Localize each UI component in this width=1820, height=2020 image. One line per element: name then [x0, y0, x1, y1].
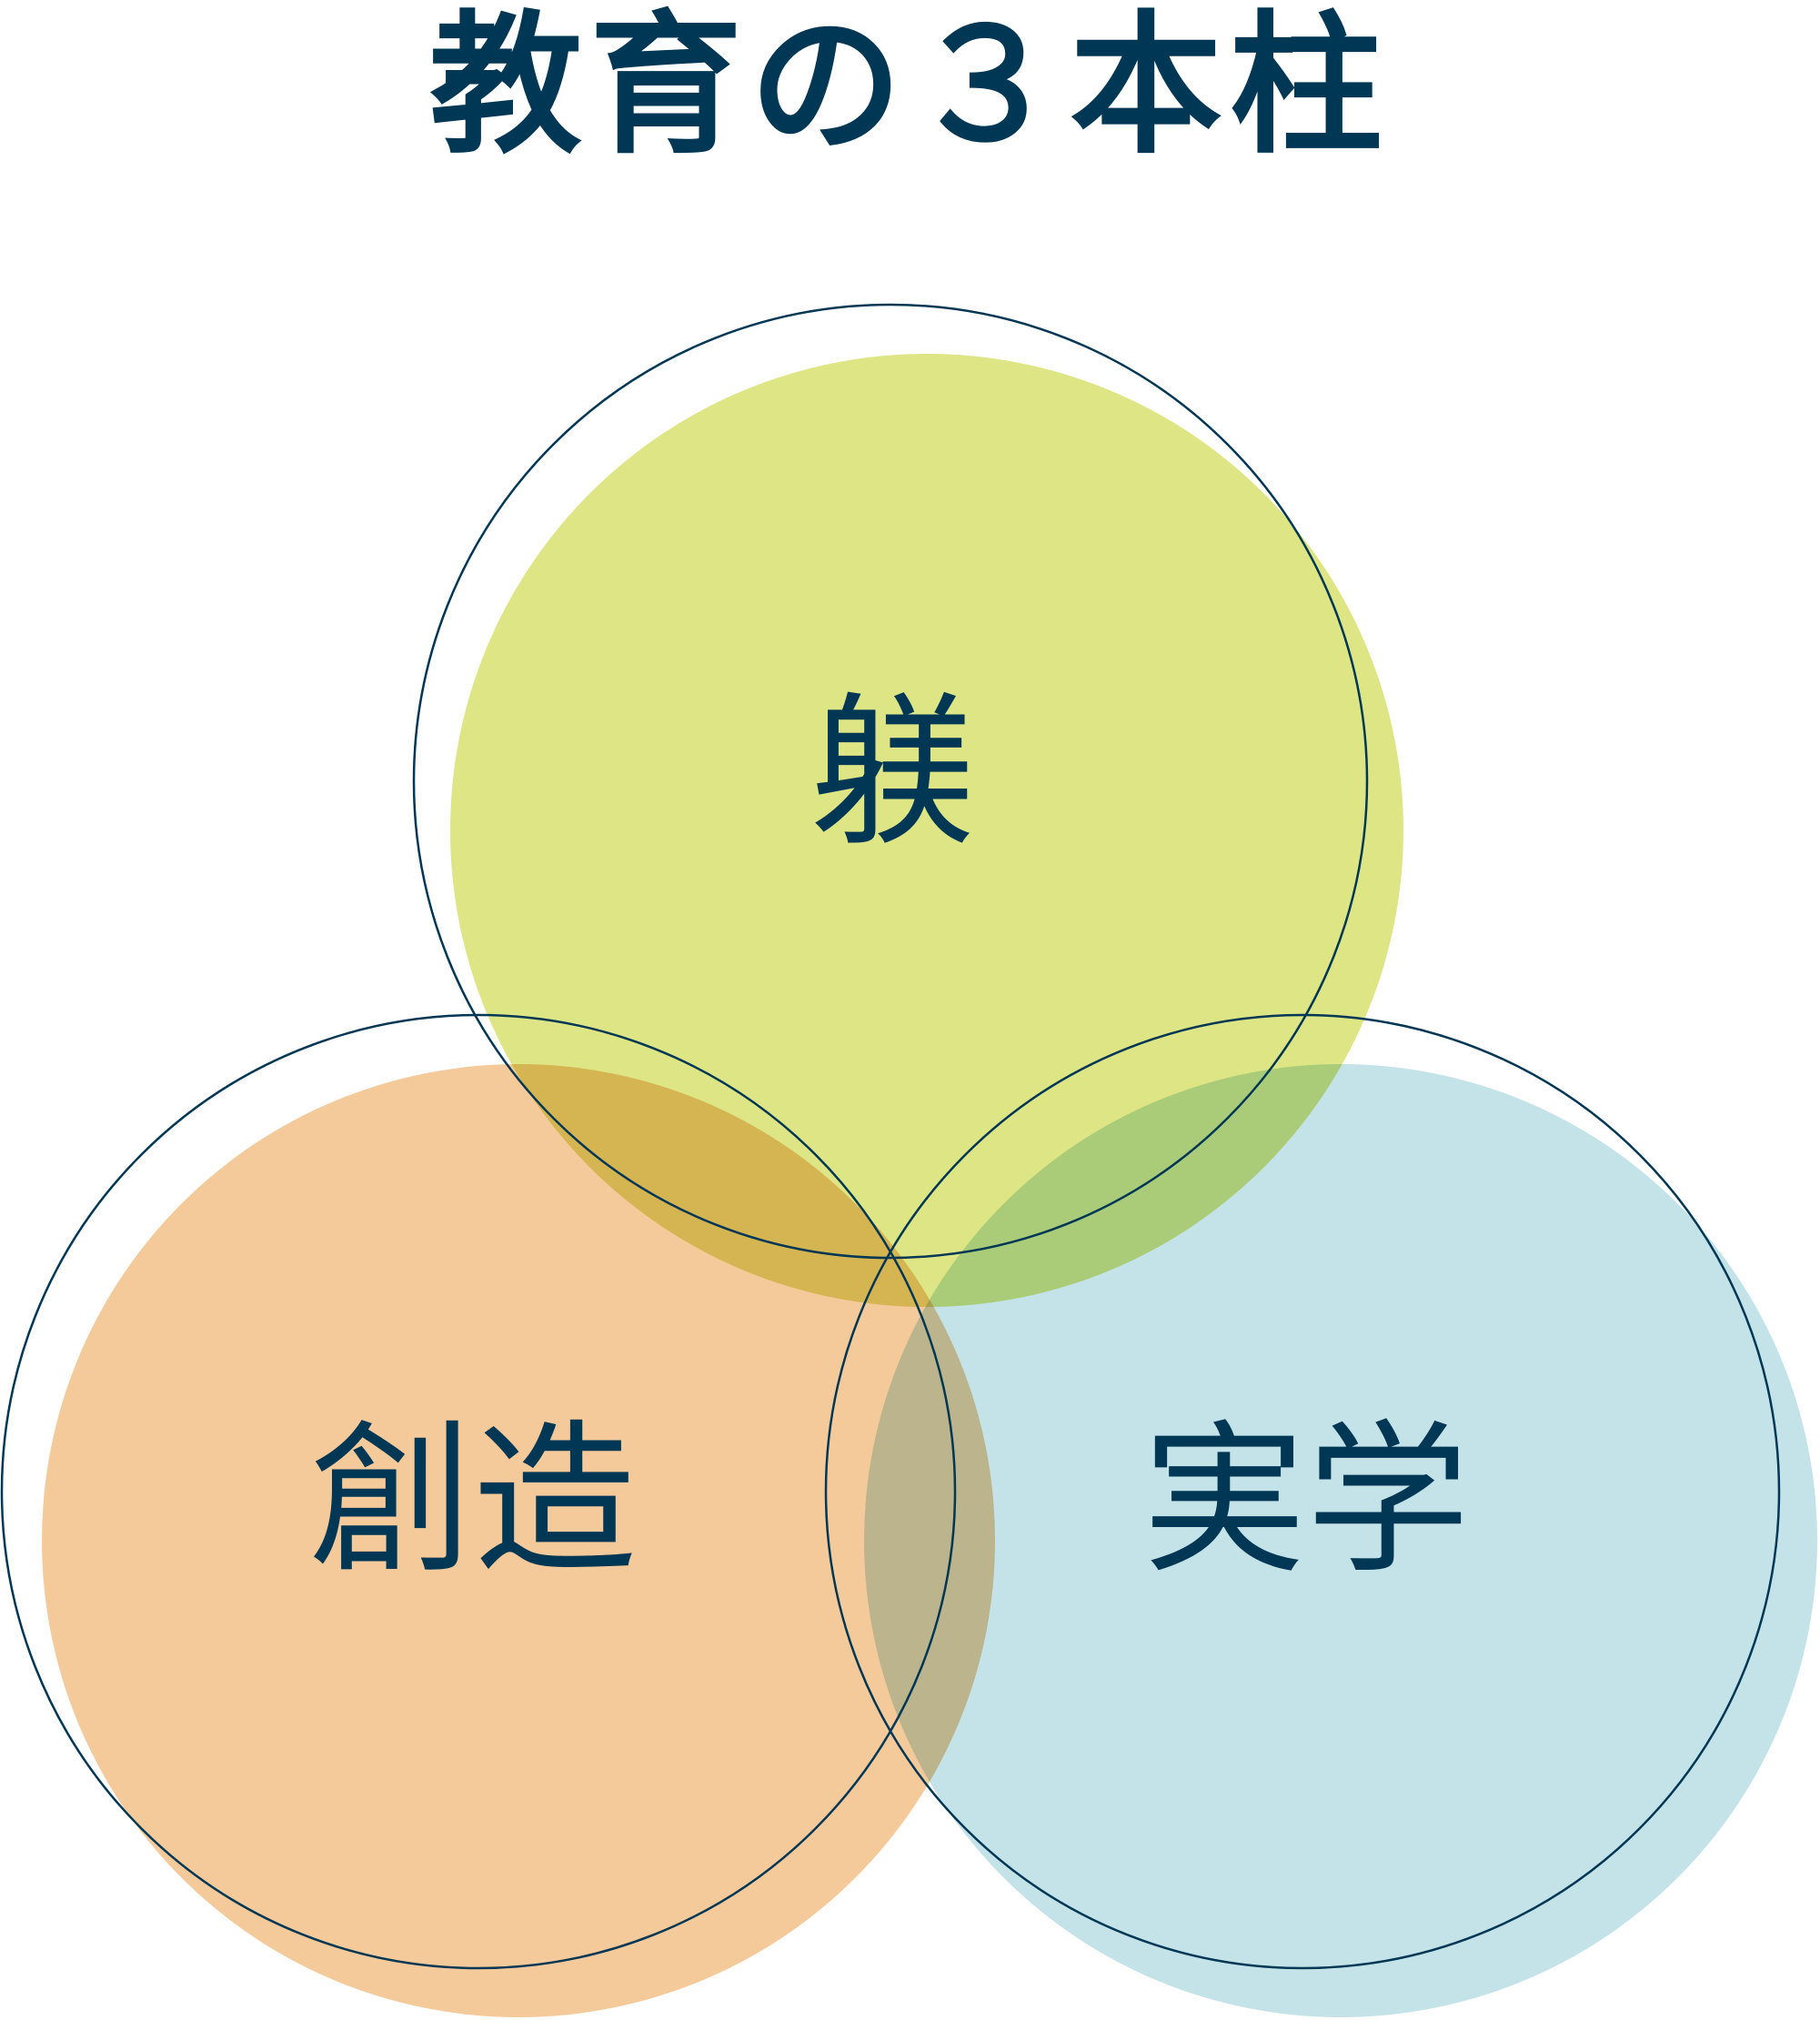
circle-souzou-outline	[0, 1013, 957, 1970]
circle-shitsuke-outline	[412, 303, 1369, 1260]
circle-jitsugaku-fill	[864, 1064, 1817, 2017]
label-souzou: 創造	[309, 1406, 637, 1596]
label-shitsuke: 躾	[810, 678, 974, 869]
label-jitsugaku: 実学	[1142, 1406, 1470, 1596]
circle-shitsuke-fill	[450, 354, 1403, 1307]
circle-souzou-fill	[42, 1064, 995, 2017]
circle-jitsugaku-outline	[824, 1013, 1781, 1970]
diagram-title: 教育の３本柱	[429, 0, 1390, 175]
